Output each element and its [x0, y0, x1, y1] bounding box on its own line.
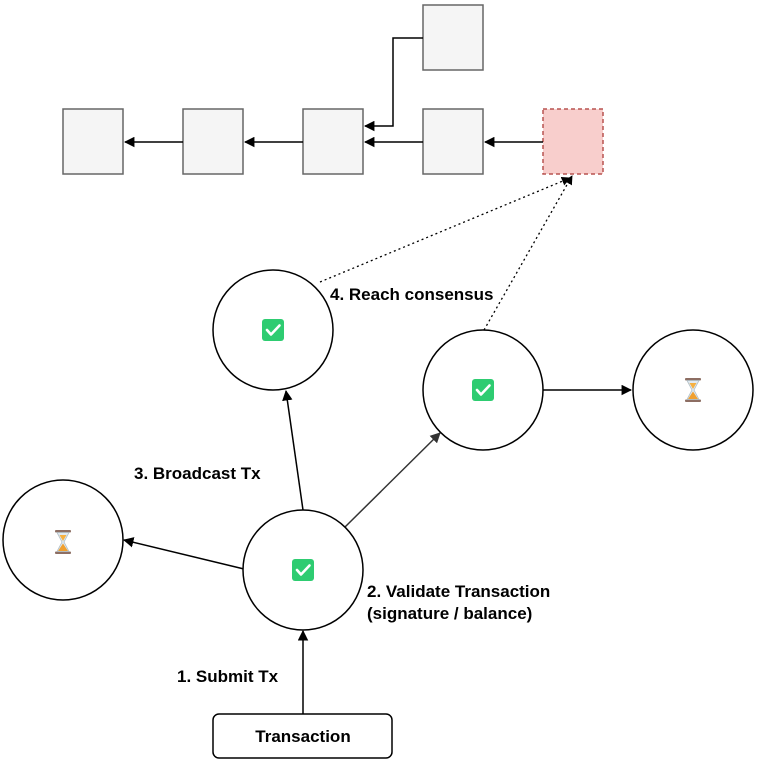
broadcast-arrow-up — [282, 389, 304, 511]
consensus-line-left — [319, 176, 571, 283]
node-top-left — [212, 269, 334, 391]
block-4 — [422, 108, 484, 175]
check-mark-icon — [260, 317, 286, 343]
step-validate-sublabel: (signature / balance) — [367, 604, 532, 623]
fork-link — [363, 37, 423, 132]
pending-block — [542, 108, 604, 175]
step-broadcast-label: 3. Broadcast Tx — [134, 464, 261, 483]
transaction-box: Transaction — [212, 713, 393, 759]
broadcast-arrow-left — [122, 537, 245, 570]
transaction-label: Transaction — [255, 727, 350, 746]
node-middle-right — [422, 329, 544, 451]
block-2 — [182, 108, 244, 175]
step-submit-label: 1. Submit Tx — [177, 667, 279, 686]
consensus-line-right — [483, 175, 573, 331]
block-3 — [302, 108, 364, 175]
block-1 — [62, 108, 124, 175]
node-origin — [242, 509, 364, 631]
check-mark-icon — [290, 557, 316, 583]
step-validate-label: 2. Validate Transaction — [367, 582, 550, 601]
check-mark-icon — [470, 377, 496, 403]
node-far-right — [632, 329, 754, 451]
broadcast-arrow-right — [344, 432, 441, 528]
fork-block — [422, 4, 484, 71]
step-consensus-label: 4. Reach consensus — [330, 285, 493, 304]
node-left — [2, 479, 124, 601]
